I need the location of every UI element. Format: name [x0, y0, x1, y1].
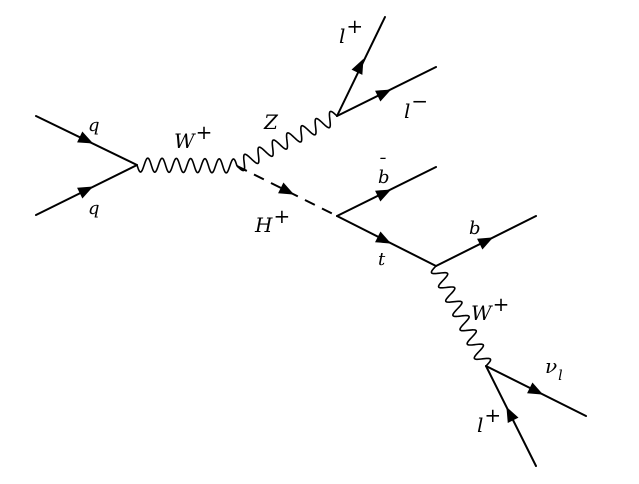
- label-q-upper: q: [88, 115, 100, 136]
- lepton-plus-top-arrow: [351, 58, 364, 75]
- neutrino-arrow: [527, 382, 544, 395]
- label-z: Z: [263, 110, 279, 134]
- svg-text:b: b: [378, 167, 390, 188]
- label-b-bar: ¯ b: [377, 155, 390, 188]
- anti-b-quark-arrow: [375, 189, 392, 202]
- label-q-lower: q: [88, 198, 100, 219]
- label-w-plus-decay: W+: [471, 292, 509, 325]
- w-boson-propagator: [136, 157, 238, 174]
- label-l-plus-bottom: l+: [477, 403, 501, 437]
- svg-text:¯: ¯: [377, 155, 386, 176]
- w-boson-decay-line: [430, 265, 492, 367]
- quark-lower-arrow: [77, 186, 94, 199]
- label-b: b: [469, 218, 481, 239]
- top-quark-arrow: [375, 231, 392, 244]
- charged-higgs-arrow: [278, 182, 295, 195]
- label-nu-l: νl: [545, 354, 563, 384]
- label-h-plus: H+: [254, 204, 290, 237]
- quark-upper-arrow: [77, 131, 94, 144]
- label-l-minus: l−: [404, 89, 428, 123]
- b-quark-arrow: [477, 237, 494, 250]
- z-boson-line: [236, 110, 338, 172]
- label-w-plus: W+: [174, 120, 212, 153]
- lepton-plus-bottom-arrow: [506, 406, 519, 423]
- label-l-plus-top: l+: [339, 14, 363, 48]
- label-t: t: [378, 249, 386, 270]
- lepton-minus-arrow: [375, 89, 392, 102]
